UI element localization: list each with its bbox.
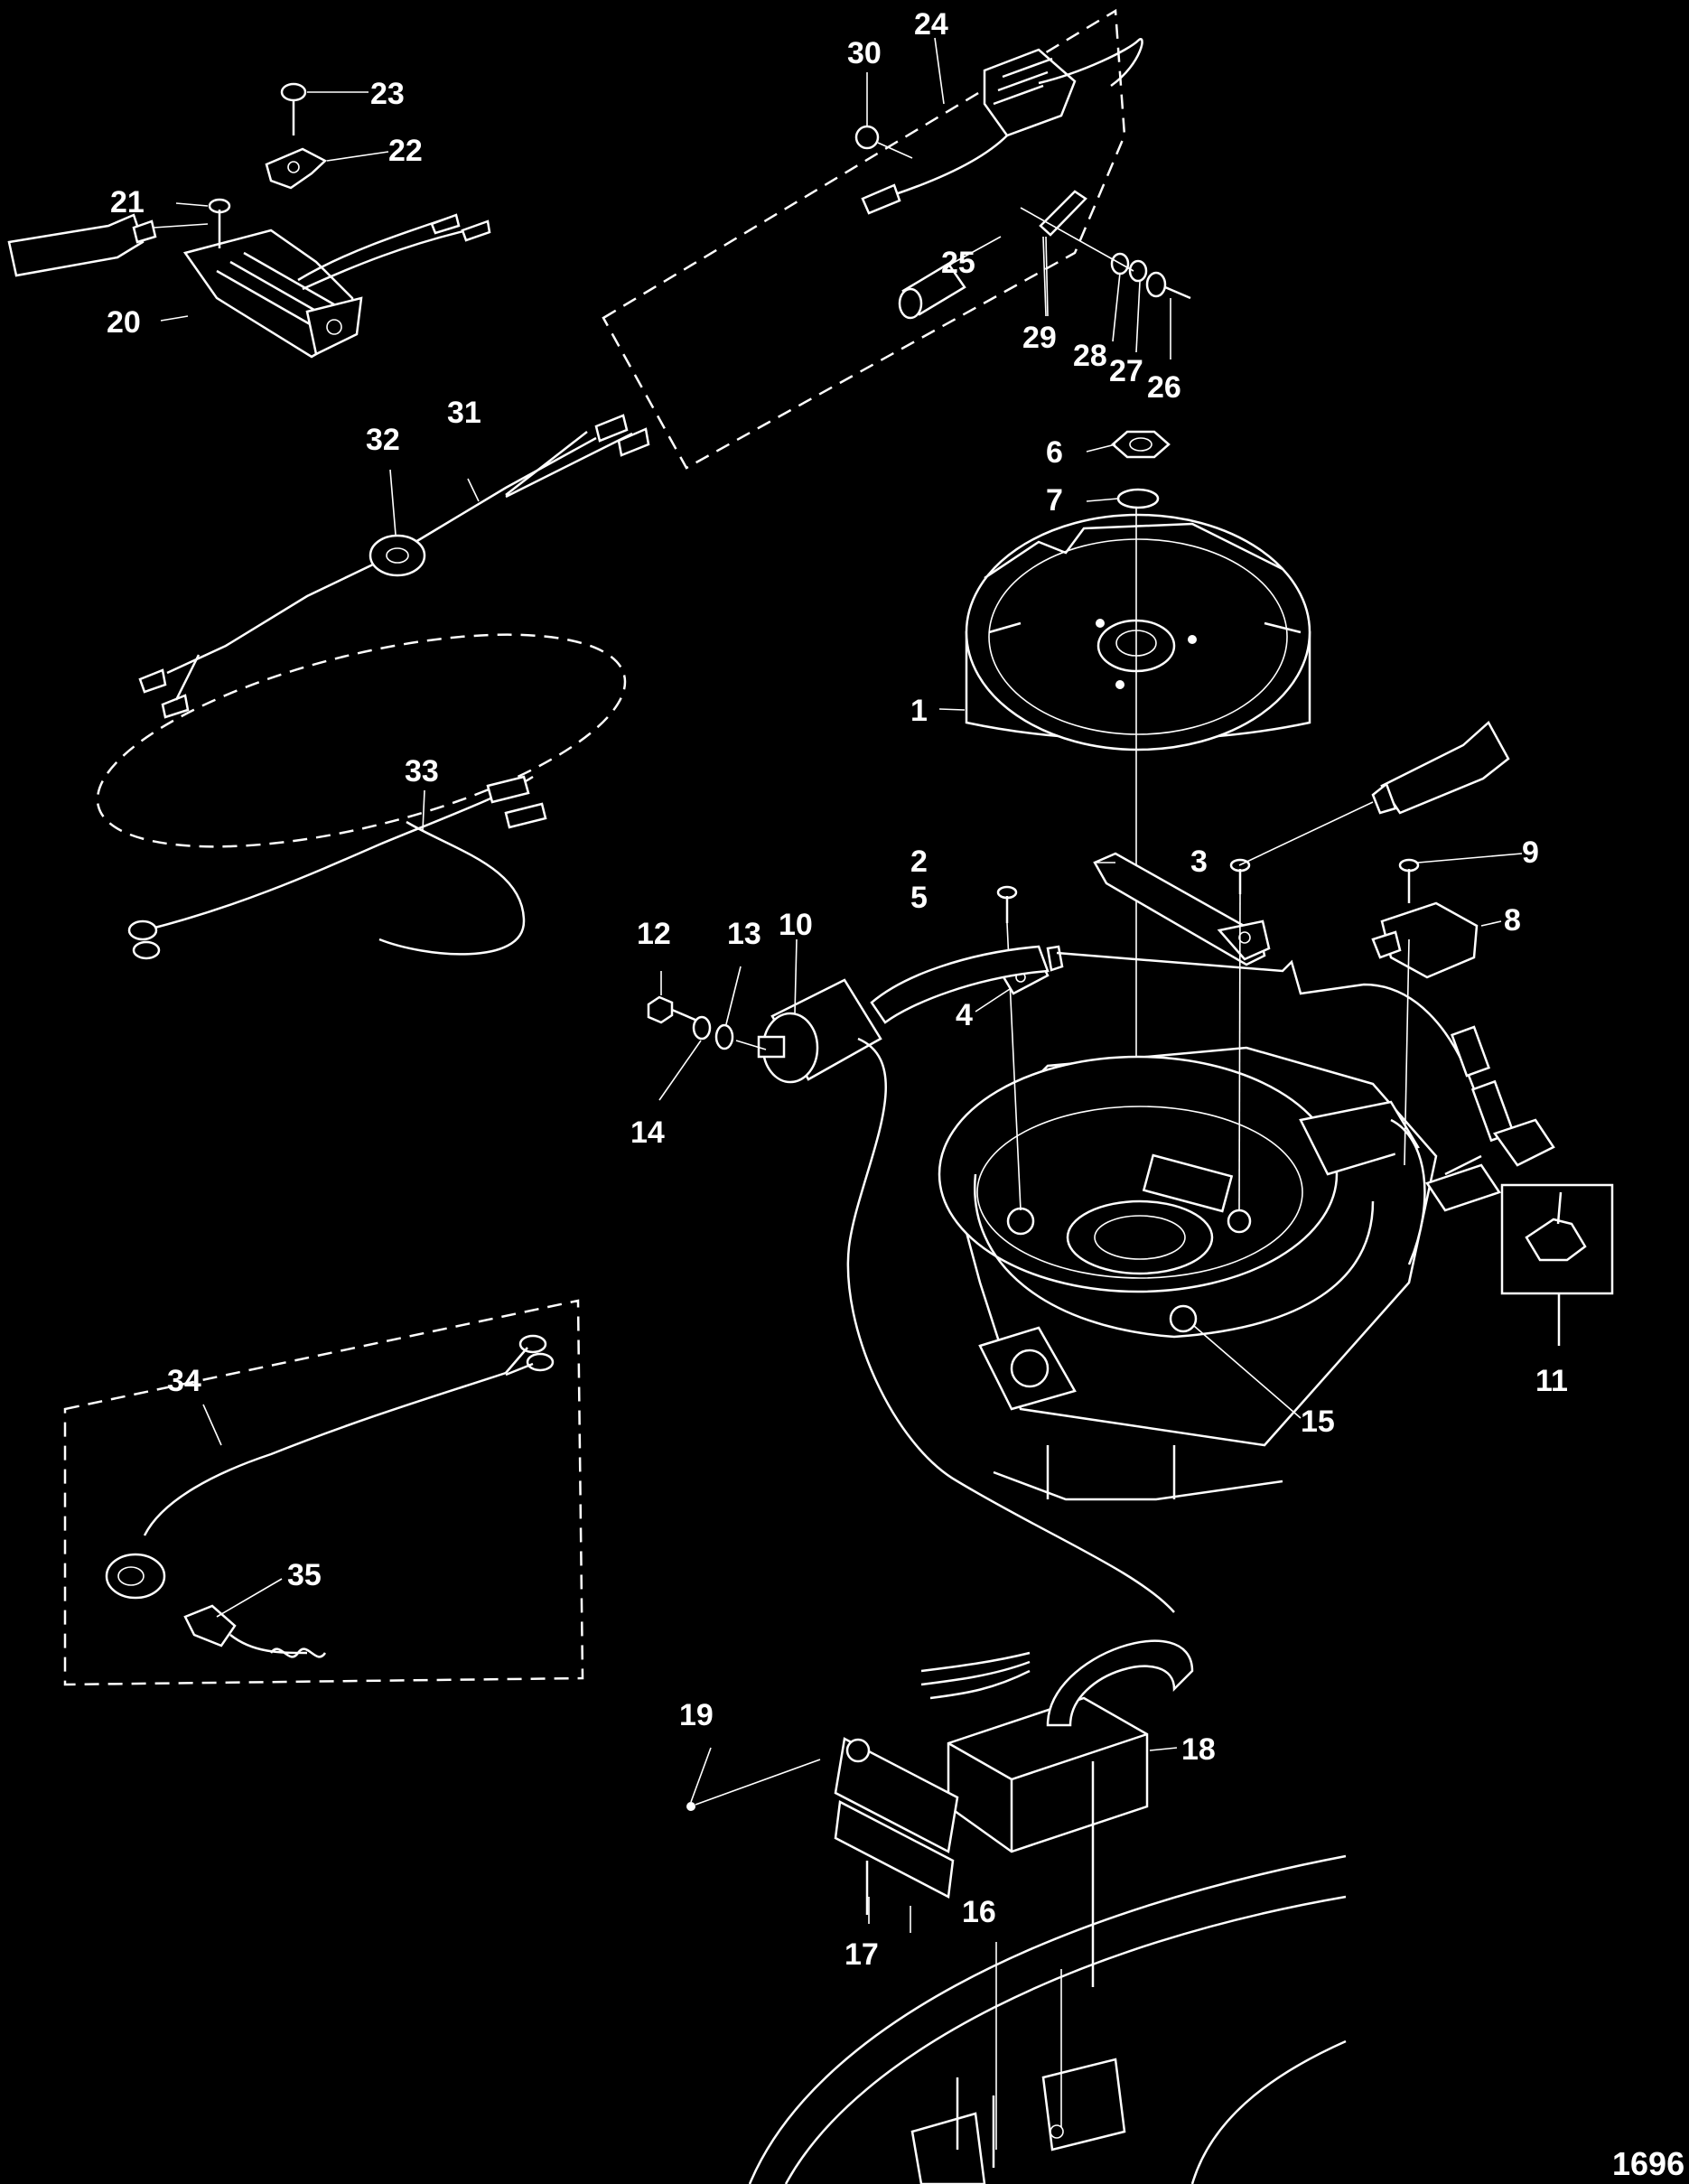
lanyard-switch-35 <box>105 1553 327 1658</box>
tube-label-left: 7 <box>56 240 67 263</box>
label-part-7: 7 <box>1046 483 1063 518</box>
wire-clamp-8 <box>1371 858 1479 1166</box>
part-labels: 1 2 3 4 5 6 7 8 9 10 11 12 13 14 15 16 1… <box>107 7 1568 1972</box>
screw-26 <box>1145 271 1191 300</box>
label-part-12: 12 <box>637 917 671 951</box>
label-part-35: 35 <box>287 1558 322 1592</box>
label-part-31: 31 <box>447 396 481 430</box>
wire-harness-34 <box>143 1334 555 1536</box>
leader-lines <box>160 37 1523 1924</box>
label-part-25: 25 <box>941 246 975 280</box>
group-box-34 <box>63 1299 584 1686</box>
label-part-5: 5 <box>910 881 928 915</box>
label-part-30: 30 <box>847 36 882 70</box>
label-part-26: 26 <box>1147 370 1181 405</box>
ignition-coil <box>757 945 1175 1613</box>
wire-harness-33 <box>127 775 547 960</box>
fuse-holder-24 <box>861 38 1143 215</box>
stator-base-plate <box>938 1046 1501 1501</box>
flywheel-washer <box>1116 488 1160 509</box>
label-part-33: 33 <box>405 754 439 789</box>
sealant-tube-right <box>1238 721 1510 866</box>
label-part-32: 32 <box>366 423 400 457</box>
label-part-22: 22 <box>388 134 423 168</box>
label-part-19: 19 <box>679 1698 714 1732</box>
label-part-10: 10 <box>779 908 813 942</box>
washer-27 <box>1128 259 1148 283</box>
bracket-17 <box>834 1737 959 1915</box>
flywheel-nut <box>1111 430 1171 459</box>
screw-21 <box>208 198 231 248</box>
label-part-11: 11 <box>1535 1364 1568 1398</box>
label-part-24: 24 <box>914 7 948 42</box>
label-part-2: 2 <box>910 845 928 879</box>
switch-box-18 <box>920 1639 1194 1987</box>
label-part-1: 1 <box>910 694 928 728</box>
stop-switch-20 <box>182 213 491 359</box>
wire-30 <box>854 125 913 159</box>
screw-23 <box>280 82 307 135</box>
label-part-18: 18 <box>1181 1732 1216 1767</box>
label-part-3: 3 <box>1190 845 1208 879</box>
label-part-16: 16 <box>962 1895 996 1929</box>
bottom-cowl <box>748 1854 1347 2184</box>
label-part-20: 20 <box>107 305 141 340</box>
label-part-29: 29 <box>1022 321 1057 355</box>
washer-13 <box>714 1023 734 1050</box>
trigger-bracket <box>1093 852 1271 966</box>
clip-22 <box>265 147 328 190</box>
spark-plug-lead <box>1056 951 1555 1176</box>
spark-plug-cap-11 <box>1500 1183 1614 1346</box>
tube-label-right: 7 <box>1454 750 1465 772</box>
fuse-leader-line <box>1020 207 1134 272</box>
sealant-tube-left <box>7 213 209 277</box>
grommet-32 <box>369 534 426 577</box>
label-part-21: 21 <box>110 185 145 219</box>
group-loop-31-33 <box>96 633 627 848</box>
label-part-13: 13 <box>727 917 761 951</box>
bolt-12 <box>647 995 698 1024</box>
label-part-15: 15 <box>1301 1405 1335 1439</box>
fuse-25 <box>898 262 966 320</box>
label-part-17: 17 <box>844 1937 879 1972</box>
label-part-23: 23 <box>370 77 405 111</box>
washer-14 <box>692 1015 712 1041</box>
label-part-27: 27 <box>1109 354 1143 388</box>
label-part-9: 9 <box>1522 835 1539 870</box>
label-part-34: 34 <box>167 1364 201 1398</box>
label-part-14: 14 <box>630 1115 665 1150</box>
label-part-28: 28 <box>1073 339 1107 373</box>
terminal-29 <box>1039 190 1087 317</box>
flywheel <box>965 506 1311 1255</box>
screw-19 <box>686 1759 821 1811</box>
label-part-8: 8 <box>1504 903 1521 938</box>
reference-number: 1696 <box>1612 2145 1684 2182</box>
label-part-6: 6 <box>1046 435 1063 470</box>
label-part-4: 4 <box>956 998 973 1032</box>
